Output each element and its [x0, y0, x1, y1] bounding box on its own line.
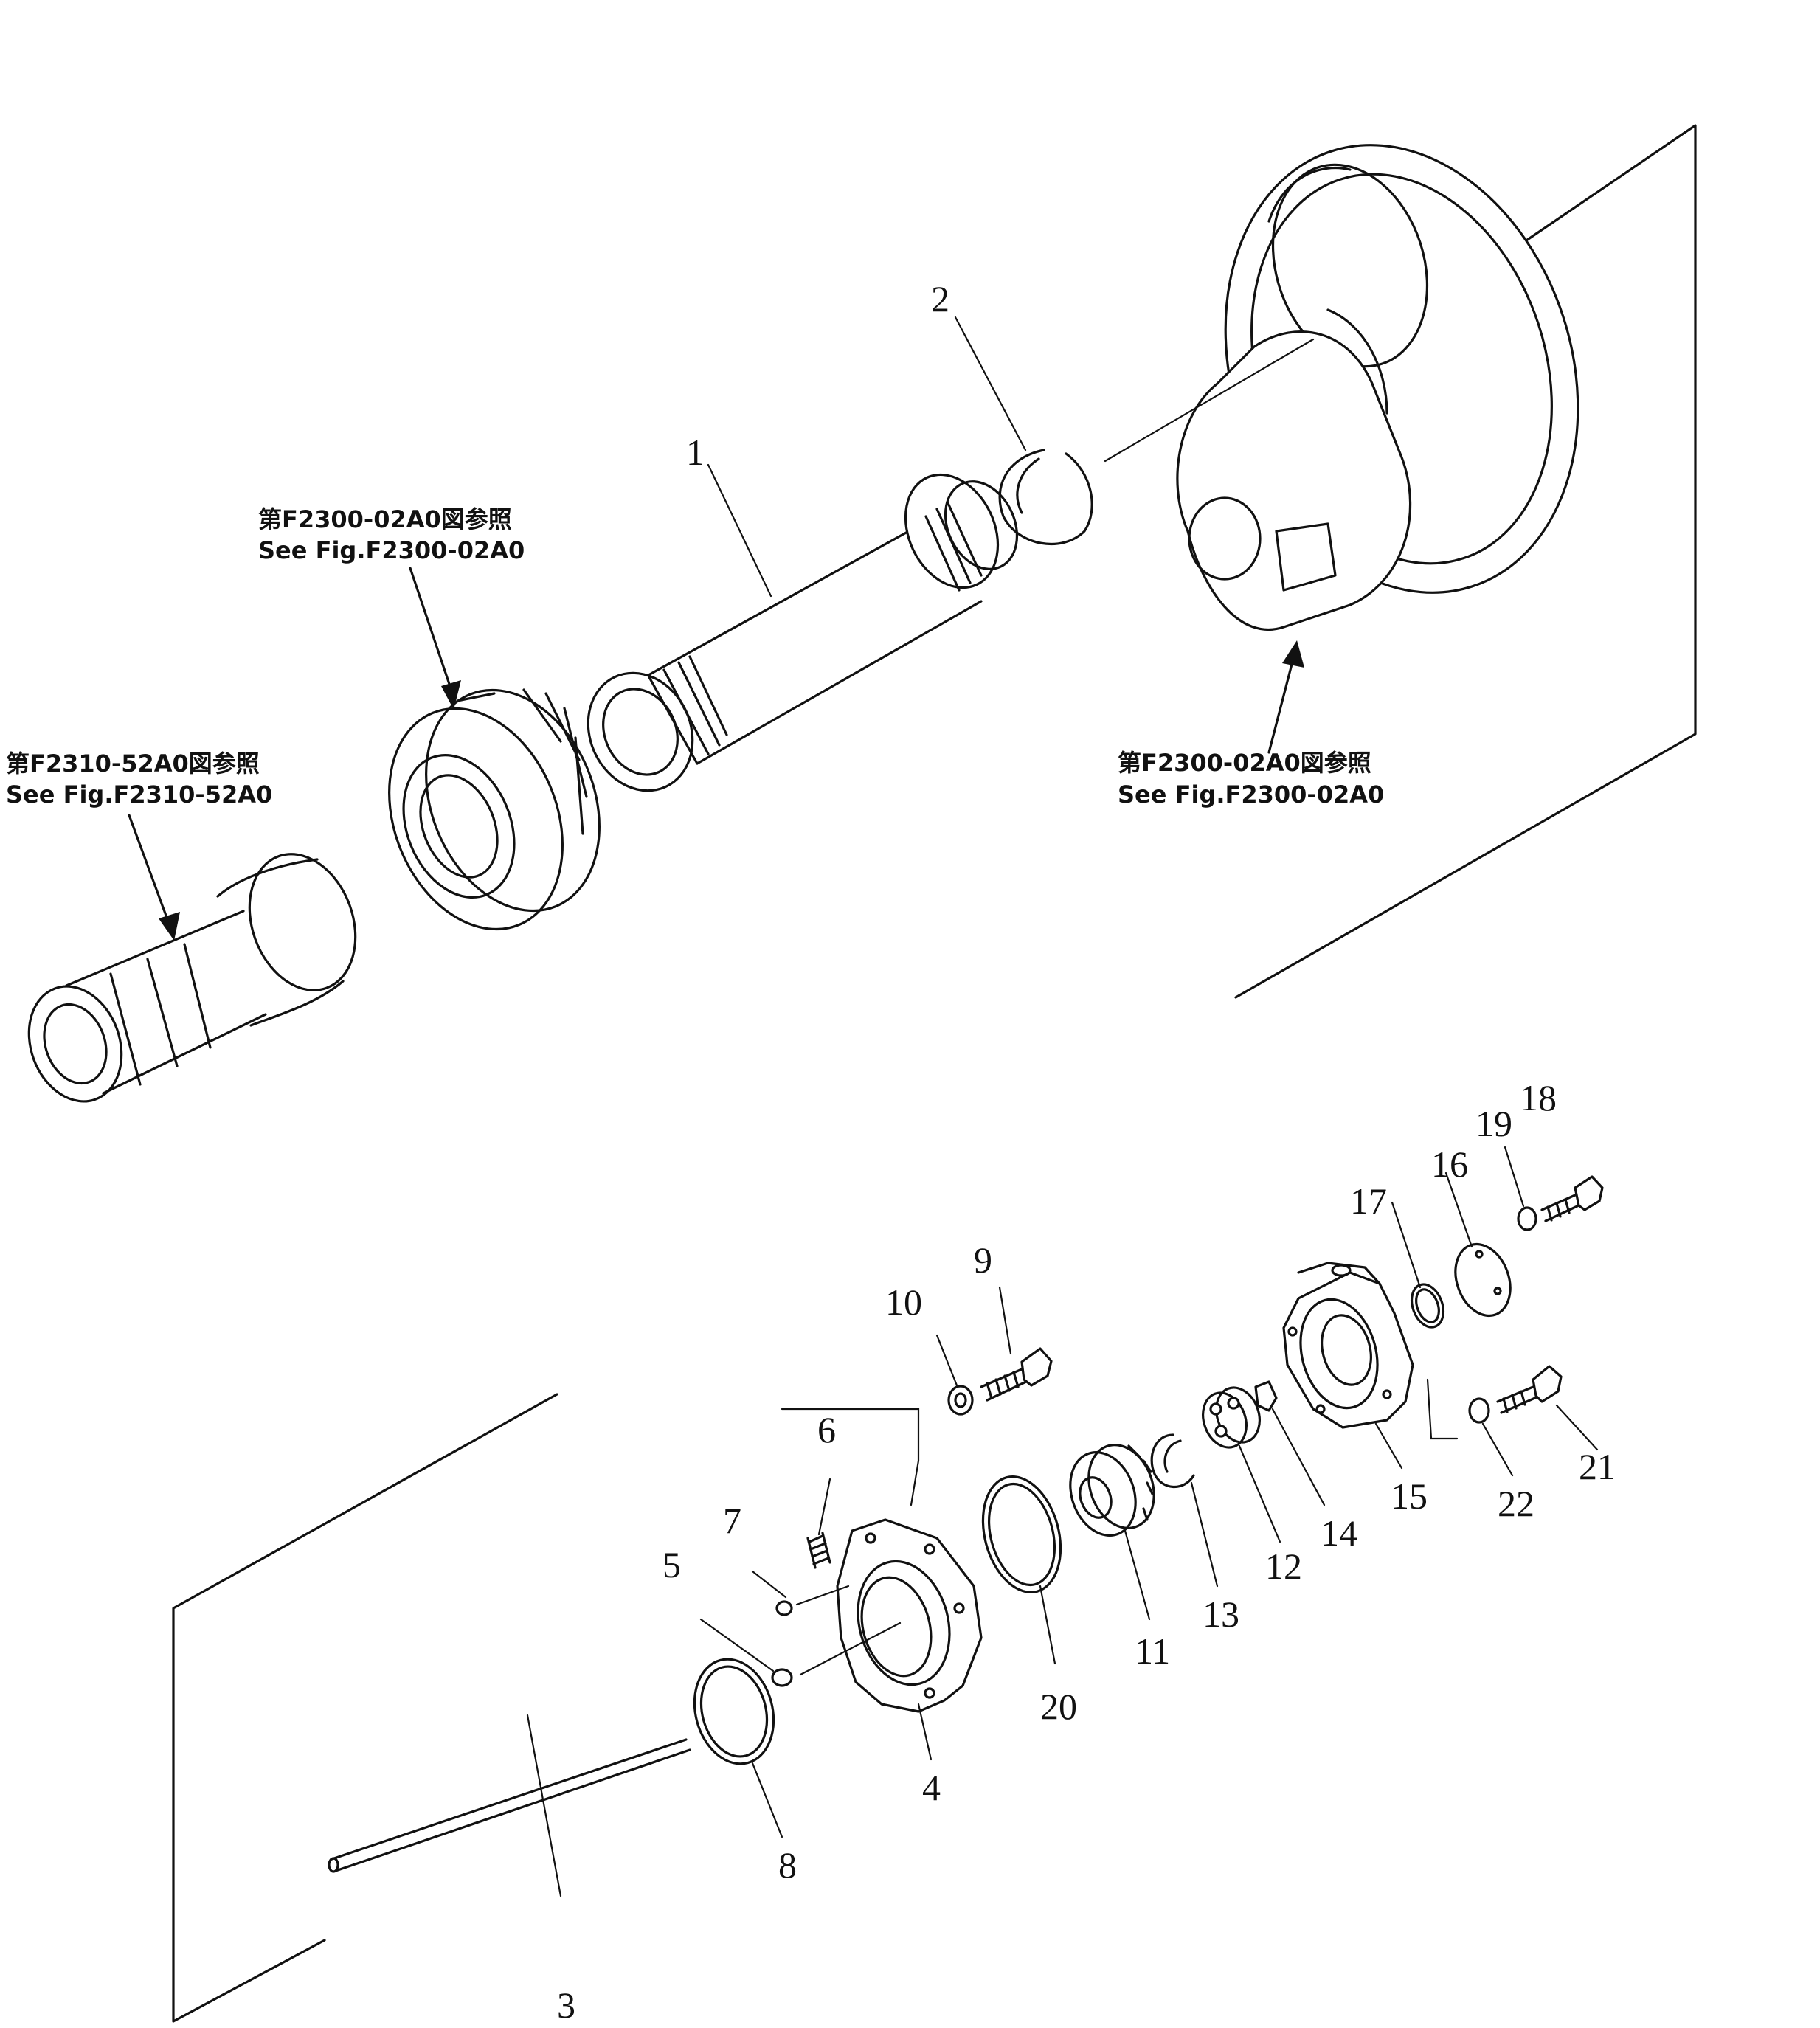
label-part-12: 12 [1265, 1546, 1302, 1587]
lower-frame-lines [172, 1378, 1459, 2023]
transmission-housing [1104, 144, 1579, 631]
housing-ref-jp: 第F2300-02A0図参照 [1118, 749, 1371, 777]
pump-body-part-15 [1282, 1262, 1414, 1429]
label-part-3: 3 [557, 1984, 575, 2026]
label-part-22: 22 [1498, 1483, 1534, 1524]
label-part-13: 13 [1203, 1593, 1239, 1635]
gear-part-11 [1069, 1444, 1155, 1537]
splined-shaft-part-1 [587, 473, 1019, 792]
bolt-part-18 [1540, 1175, 1604, 1222]
label-part-14: 14 [1321, 1512, 1357, 1554]
label-part-9: 9 [974, 1239, 992, 1281]
washer-part-10 [947, 1385, 974, 1416]
label-part-15: 15 [1391, 1475, 1428, 1517]
washer-part-22 [1468, 1397, 1490, 1424]
label-part-16: 16 [1431, 1143, 1468, 1185]
gear-ref-en: See Fig.F2300-02A0 [258, 536, 525, 564]
o-ring-part-20 [981, 1475, 1062, 1593]
housing-ref-en: See Fig.F2300-02A0 [1118, 781, 1384, 809]
bearing-part-12 [1202, 1386, 1261, 1449]
reference-output-shaft [27, 853, 357, 1103]
pump-cover-part-4 [795, 1518, 983, 1713]
label-part-6: 6 [817, 1409, 836, 1450]
label-part-19: 19 [1475, 1103, 1512, 1144]
snap-ring-part-2 [998, 449, 1093, 546]
upper-frame-lines [1234, 124, 1697, 999]
label-part-17: 17 [1350, 1180, 1387, 1222]
label-part-20: 20 [1040, 1686, 1077, 1727]
spring-part-6 [806, 1532, 831, 1569]
washer-part-19 [1517, 1206, 1537, 1231]
bolt-part-21 [1496, 1365, 1563, 1414]
label-part-18: 18 [1520, 1077, 1557, 1118]
bolt-part-9 [980, 1347, 1053, 1402]
label-part-11: 11 [1135, 1630, 1170, 1672]
shaft-ref-en: See Fig.F2310-52A0 [6, 781, 272, 809]
label-part-10: 10 [885, 1281, 922, 1323]
cover-plate-part-16 [1454, 1242, 1512, 1318]
label-part-21: 21 [1579, 1446, 1616, 1487]
o-ring-part-8 [693, 1658, 775, 1765]
label-part-4: 4 [922, 1767, 941, 1808]
gear-ref-jp: 第F2300-02A0図参照 [258, 505, 512, 533]
leader-lines-lower [526, 1146, 1599, 1897]
reference-gear [388, 688, 601, 931]
leader-lines-upper [707, 316, 1027, 598]
label-part-7: 7 [723, 1500, 741, 1541]
shaft-ref-jp: 第F2310-52A0図参照 [6, 750, 260, 778]
reference-arrows [128, 567, 1304, 941]
label-part-2: 2 [931, 278, 949, 319]
label-part-5: 5 [662, 1544, 681, 1585]
pin-part-3 [328, 1738, 691, 1873]
o-ring-part-17 [1410, 1283, 1445, 1329]
label-part-1: 1 [686, 432, 705, 473]
washer-part-14 [1254, 1380, 1278, 1412]
small-pins [771, 1600, 793, 1687]
label-part-8: 8 [778, 1844, 797, 1886]
snap-ring-part-13 [1150, 1433, 1195, 1489]
